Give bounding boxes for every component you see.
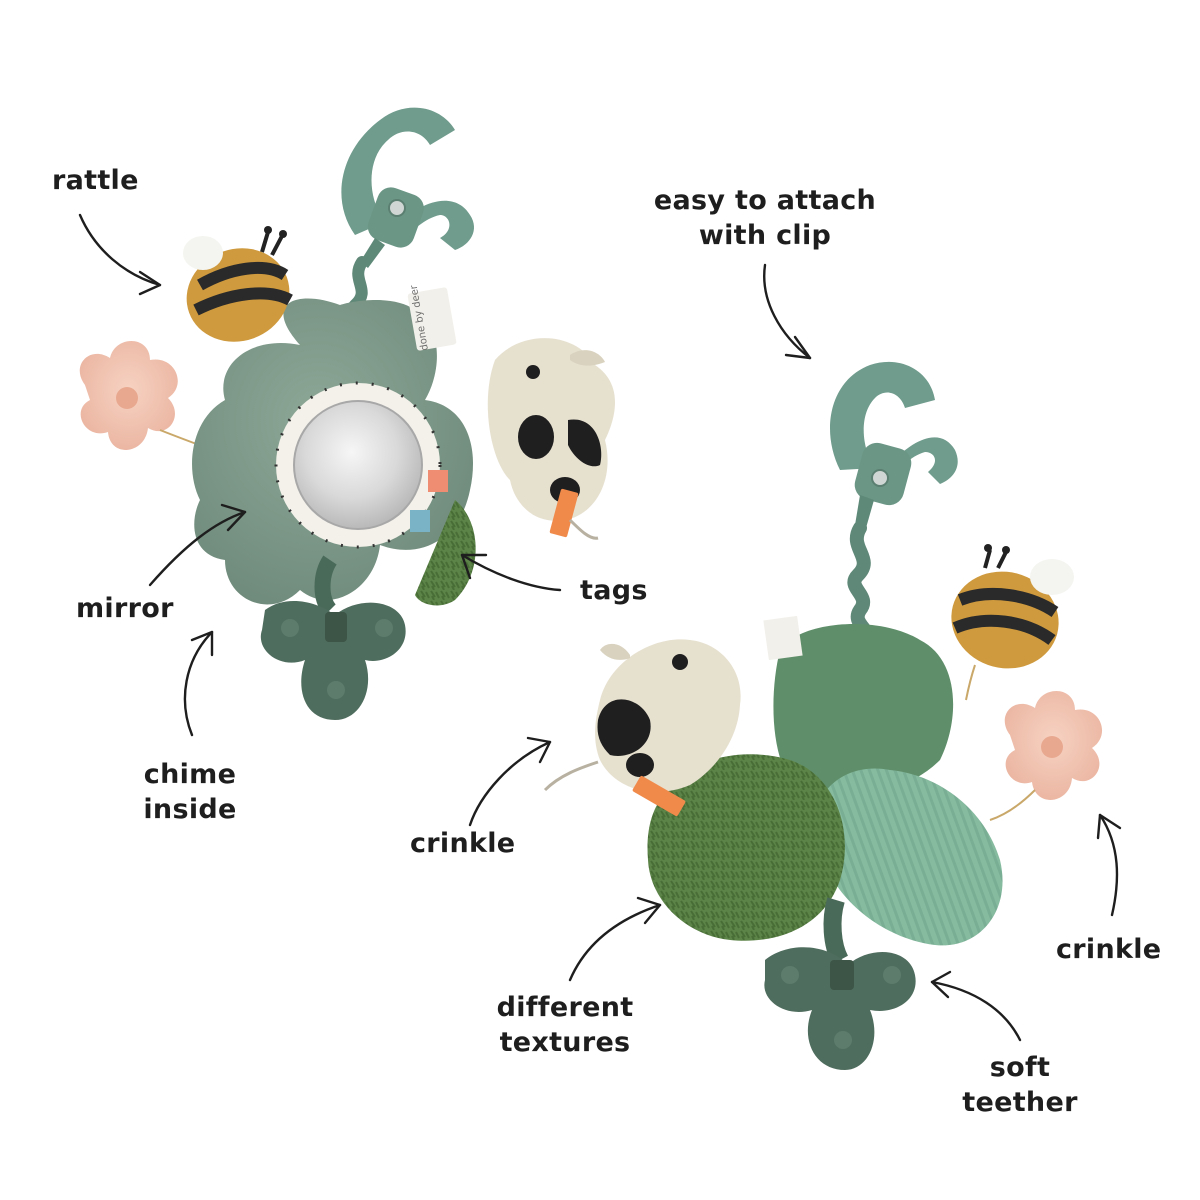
left-mirror-icon <box>274 381 442 549</box>
right-chenille-lobe <box>647 754 845 941</box>
arrow-teether <box>930 980 1022 1042</box>
label-crinkle-left: crinkle <box>410 828 516 859</box>
arrow-rattle <box>78 213 162 287</box>
arrow-textures <box>568 903 662 982</box>
label-mirror: mirror <box>76 593 174 624</box>
right-clover-top <box>773 623 954 798</box>
right-corduroy-lobe <box>814 768 1003 946</box>
annotation-arrows <box>78 213 1122 1042</box>
arrow-mirror <box>148 510 247 587</box>
arrow-crinkle-left <box>468 740 552 827</box>
right-clip-icon <box>830 361 958 528</box>
right-flower-icon <box>989 690 1103 821</box>
right-toy <box>543 361 1103 1070</box>
label-chime-inside: chime inside <box>143 759 237 825</box>
label-different-textures: different textures <box>496 992 634 1058</box>
arrow-tags <box>460 553 562 592</box>
arrow-chime <box>183 630 214 737</box>
left-toy: done by deer <box>79 107 615 720</box>
left-bee-icon <box>183 226 293 342</box>
left-tag-blue <box>410 510 430 532</box>
right-cow-icon <box>543 639 741 817</box>
label-soft-teether: soft teether <box>962 1052 1078 1118</box>
left-clip-icon <box>341 107 475 268</box>
left-teether-icon <box>260 555 406 720</box>
right-bee-icon <box>951 544 1074 701</box>
label-crinkle-right: crinkle <box>1056 934 1162 965</box>
left-cow-icon <box>487 338 615 540</box>
arrow-crinkle-right <box>1098 813 1119 917</box>
label-rattle: rattle <box>52 165 139 196</box>
arrow-clip <box>763 263 812 360</box>
label-easy-to-attach: easy to attach with clip <box>653 185 877 251</box>
label-tags: tags <box>580 575 648 606</box>
right-teether-icon <box>764 897 916 1070</box>
left-tag-orange <box>428 470 448 492</box>
